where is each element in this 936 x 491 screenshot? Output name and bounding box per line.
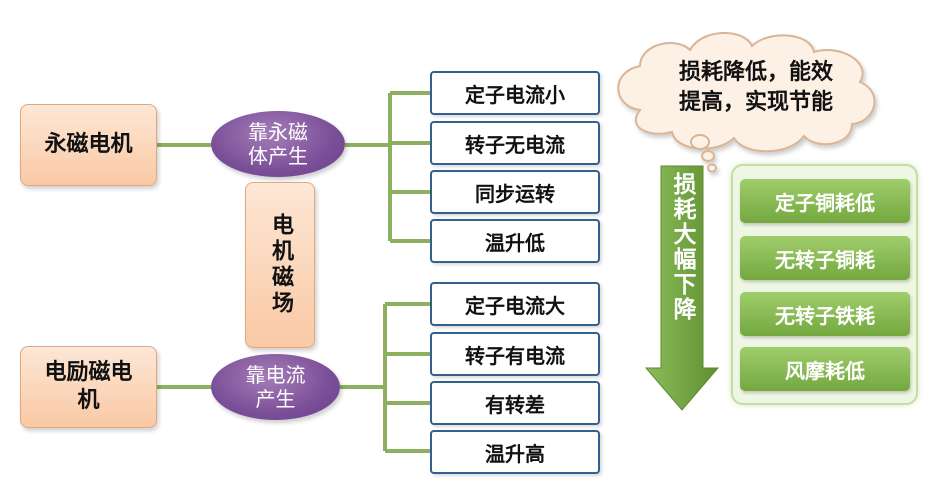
permanent-magnet-motor-box: 永磁电机: [20, 104, 157, 186]
excited-effect-4: 温升高: [430, 430, 600, 474]
cloud-bubble-large: [690, 134, 710, 150]
excited-mechanism-oval: 靠电流 产生: [211, 354, 340, 420]
benefit-item-3-label: 无转子铁耗: [775, 303, 875, 328]
permanent-mechanism-oval: 靠永磁 体产生: [211, 111, 345, 177]
permanent-effect-3-label: 同步运转: [475, 181, 555, 206]
arrow-label: 损耗大幅下降: [669, 172, 695, 322]
cloud-text-line-1: 损耗降低，能效: [678, 60, 833, 85]
benefit-item-1-label: 定子铜耗低: [775, 190, 875, 215]
cloud-text: 损耗降低，能效 提高，实现节能: [658, 58, 854, 118]
electric-excitation-motor-box: 电励磁电 机: [20, 346, 157, 428]
excited-mechanism-line-2: 产生: [255, 387, 296, 411]
permanent-effect-2-label: 转子无电流: [465, 132, 565, 157]
permanent-mechanism-line-2: 体产生: [248, 144, 308, 168]
motor-magnetic-field-box: 电机磁场: [245, 182, 315, 348]
cloud-text-line-2: 提高，实现节能: [678, 90, 833, 115]
permanent-effect-3: 同步运转: [430, 170, 600, 214]
excited-effect-3-label: 有转差: [485, 392, 545, 417]
benefit-item-2: 无转子铜耗: [740, 236, 910, 280]
electric-excitation-motor-line-1: 电励磁电: [44, 360, 133, 385]
cloud-bubble-medium: [701, 150, 715, 162]
motor-magnetic-field-label: 电机磁场: [268, 213, 293, 317]
excited-mechanism-line-1: 靠电流: [245, 363, 306, 387]
cloud-bubble-small: [707, 163, 717, 173]
benefit-item-4-label: 风摩耗低: [785, 358, 865, 383]
benefit-item-4: 风摩耗低: [740, 347, 910, 391]
top-connectors: [157, 91, 430, 243]
excited-effect-2-label: 转子有电流: [465, 343, 565, 368]
permanent-effect-4-label: 温升低: [485, 230, 545, 255]
excited-effect-2: 转子有电流: [430, 332, 600, 376]
permanent-mechanism-line-1: 靠永磁: [248, 120, 308, 144]
permanent-effect-4: 温升低: [430, 219, 600, 263]
thought-cloud: [617, 32, 876, 173]
excited-effect-1-label: 定子电流大: [465, 293, 565, 318]
electric-excitation-motor-line-2: 机: [77, 388, 100, 413]
permanent-effect-1-label: 定子电流小: [465, 82, 565, 107]
permanent-effect-1: 定子电流小: [430, 71, 600, 115]
benefit-item-2-label: 无转子铜耗: [775, 247, 875, 272]
excited-effect-3: 有转差: [430, 381, 600, 425]
benefit-item-1: 定子铜耗低: [740, 179, 910, 223]
permanent-effect-2: 转子无电流: [430, 121, 600, 165]
excited-effect-4-label: 温升高: [485, 441, 545, 466]
permanent-magnet-motor-label: 永磁电机: [44, 132, 133, 157]
cloud-shape: [617, 32, 876, 153]
bottom-connectors: [157, 302, 430, 453]
down-arrow: [644, 165, 720, 411]
benefit-item-3: 无转子铁耗: [740, 292, 910, 336]
excited-effect-1: 定子电流大: [430, 282, 600, 326]
